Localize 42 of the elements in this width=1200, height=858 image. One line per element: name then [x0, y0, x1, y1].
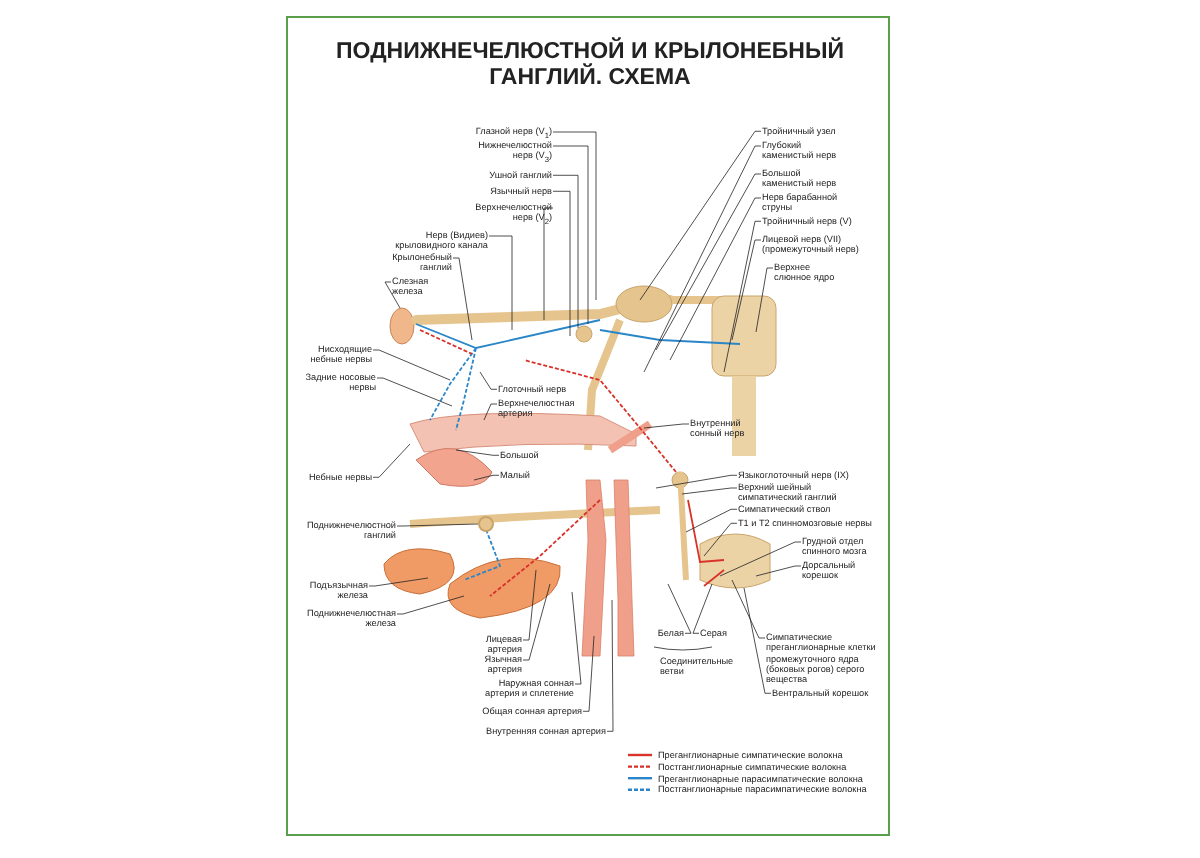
- leader-line: [522, 583, 551, 661]
- leader-line: [681, 487, 738, 495]
- leader-line: [743, 587, 772, 694]
- leader-line: [552, 190, 571, 337]
- leader-line: [755, 267, 774, 333]
- leader-line: [552, 131, 597, 301]
- leader-line: [455, 449, 500, 456]
- leader-line: [655, 173, 762, 351]
- leader-line: [731, 239, 762, 341]
- leader-line: [643, 145, 762, 373]
- leader-line: [368, 577, 429, 587]
- leader-line: [396, 595, 465, 615]
- leader-line: [669, 197, 762, 361]
- leader-line: [372, 349, 451, 381]
- leader-line: [488, 235, 513, 331]
- leader-line: [731, 579, 766, 639]
- leader-line: [483, 403, 498, 421]
- leader-line: [543, 207, 554, 321]
- leader-line: [396, 523, 479, 527]
- leader-line: [755, 565, 802, 577]
- leader-line: [522, 569, 537, 641]
- leader-line: [384, 281, 401, 309]
- leader-line: [552, 145, 589, 325]
- leader-line: [719, 541, 802, 577]
- leader-line: [452, 257, 473, 341]
- leader-line: [655, 474, 738, 489]
- leader-line: [639, 130, 762, 301]
- leader-line: [723, 220, 762, 373]
- leader-line: [685, 508, 738, 533]
- leader-line: [571, 591, 582, 685]
- leader-line: [376, 377, 453, 407]
- leader-line: [473, 474, 500, 481]
- leader-line: [552, 174, 579, 329]
- leader-line: [667, 583, 692, 634]
- leader-line: [582, 635, 595, 712]
- leader-line: [372, 443, 411, 478]
- leader-line: [692, 583, 713, 634]
- leader-line: [703, 522, 738, 557]
- leader-line: [479, 371, 498, 390]
- leader-line: [643, 423, 690, 429]
- poster-title: ПОДНИЖНЕЧЕЛЮСТНОЙ И КРЫЛОНЕБНЫЙ ГАНГЛИЙ. СХЕМА: [334, 40, 846, 93]
- leader-line: [606, 599, 614, 732]
